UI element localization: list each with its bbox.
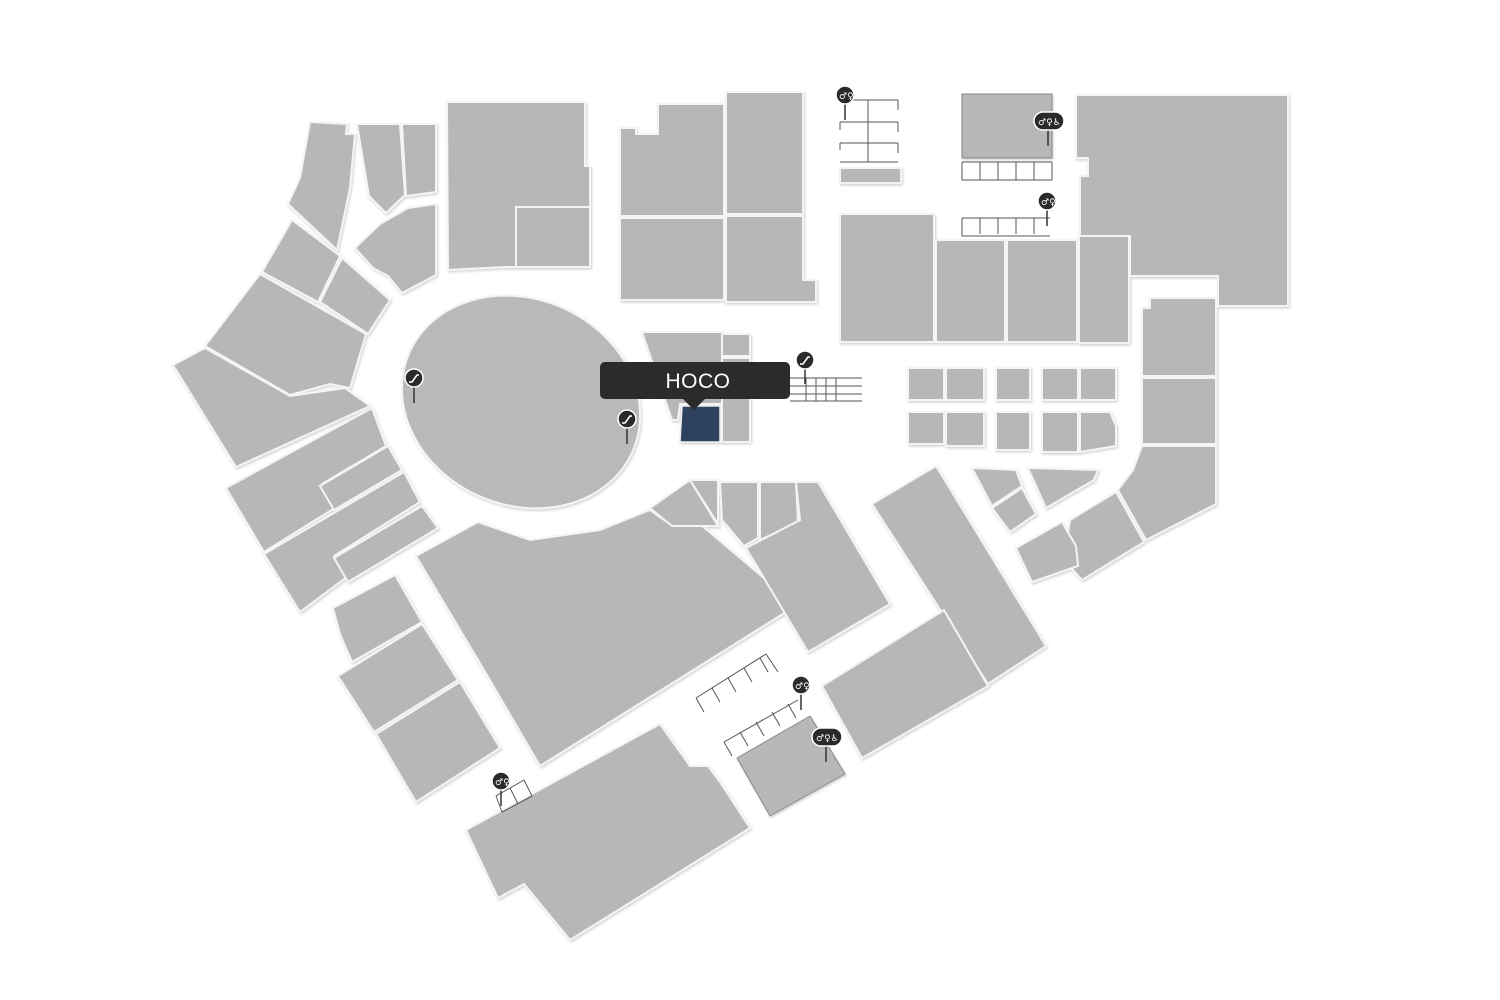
kiosk-unit[interactable] [1041,411,1079,453]
kiosk-unit[interactable] [995,411,1031,451]
accessible-restroom-icon[interactable]: ♂♀♿ [811,727,843,762]
shop-unit[interactable] [935,239,1006,343]
kiosk-unit[interactable] [907,411,945,445]
kiosk-unit[interactable] [995,367,1031,401]
restroom-icon[interactable]: ♂♀ [1037,191,1057,226]
kiosk-unit[interactable] [945,367,985,401]
restroom-icon[interactable]: ♂♀ [791,675,811,710]
shop-unit[interactable] [688,479,719,528]
kiosk-unit[interactable] [1079,411,1117,454]
kiosk-unit[interactable] [1041,367,1079,401]
shop-unit[interactable] [744,481,892,654]
shop-unit[interactable] [171,346,372,469]
shop-unit[interactable] [725,91,804,215]
restroom-icon[interactable]: ♂♀ [835,85,855,120]
shop-unit[interactable] [286,120,357,252]
shop-unit[interactable] [1078,235,1130,344]
escalator-icon[interactable] [404,368,424,403]
shop-unit[interactable] [1141,377,1217,445]
svg-text:♂♀: ♂♀ [1041,198,1056,208]
shop-unit[interactable] [839,213,935,343]
svg-text:♂♀: ♂♀ [495,778,510,788]
kiosk-unit[interactable] [1079,367,1117,401]
escalator-icon[interactable] [795,350,815,384]
shop-unit[interactable] [619,103,725,217]
svg-text:♂♀♿: ♂♀♿ [816,734,839,744]
svg-text:♂♀♿: ♂♀♿ [1038,118,1061,128]
shop-unit[interactable] [260,218,342,304]
central-atrium[interactable] [368,258,675,545]
shop-unit[interactable] [318,444,404,512]
shop-unit[interactable] [374,680,502,804]
shop-unit[interactable] [1116,445,1217,542]
restroom-stalls [495,99,1053,813]
shop-unit[interactable] [331,573,424,664]
shop-unit[interactable] [721,333,751,357]
restroom-icon[interactable]: ♂♀ [491,771,511,806]
shop-unit[interactable] [332,504,440,584]
shop-unit[interactable] [336,622,460,734]
shop-unit[interactable] [515,206,591,268]
shop-label-text: HOCO [666,370,731,393]
shop-unit[interactable] [400,123,437,198]
shop-unit[interactable] [1006,239,1078,343]
kiosk-unit[interactable] [1026,466,1100,510]
accessible-restroom-icon[interactable]: ♂♀♿ [1033,111,1065,146]
kiosk-unit[interactable] [907,367,945,401]
shop-unit[interactable] [262,470,422,614]
shop-unit[interactable] [619,217,725,301]
shop-unit[interactable] [1014,520,1080,584]
shop-unit[interactable] [1141,297,1217,377]
shop-unit[interactable] [648,478,720,527]
highlighted-shop[interactable] [679,405,721,443]
svg-text:♂♀: ♂♀ [839,92,854,102]
shop-unit[interactable] [318,256,392,336]
escalator-icon[interactable] [617,409,637,444]
shop-unit[interactable] [718,481,759,548]
shop-unit[interactable] [353,202,437,295]
shop-unit[interactable] [1062,490,1146,582]
kiosk-unit[interactable] [945,411,985,447]
svg-text:♂♀: ♂♀ [795,682,810,692]
shop-unit[interactable] [725,215,817,303]
shop-unit[interactable] [355,123,407,215]
shop-unit[interactable] [203,272,368,397]
shop-unit[interactable] [839,167,902,184]
anchor-store-southwest[interactable] [464,722,752,942]
service-room[interactable] [961,93,1053,159]
kiosk-unit[interactable] [990,486,1038,534]
shop-label-callout[interactable]: HOCO [600,362,790,410]
shop-unit[interactable] [820,608,990,760]
kiosk-unit[interactable] [970,466,1024,508]
